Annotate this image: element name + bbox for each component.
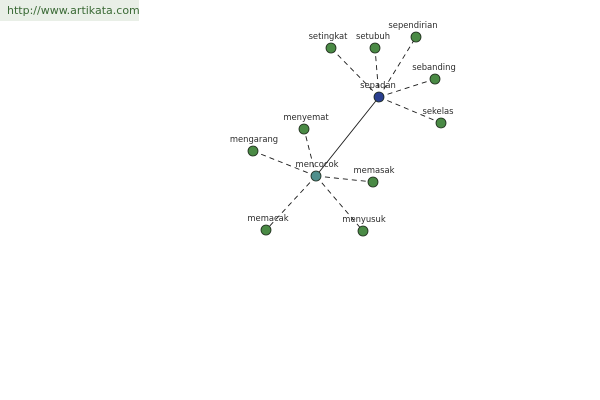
node-label-mencocok[interactable]: mencocok [296, 159, 339, 169]
node-memasak[interactable] [367, 176, 379, 188]
node-label-mengarang[interactable]: mengarang [230, 134, 278, 144]
node-menyusuk[interactable] [357, 225, 369, 237]
node-sepadan[interactable] [373, 91, 385, 103]
edges-layer [252, 36, 442, 232]
edge-mencocok-menyusuk [315, 175, 364, 232]
node-setubuh[interactable] [369, 42, 381, 54]
node-sependirian[interactable] [410, 31, 422, 43]
node-label-setingkat[interactable]: setingkat [309, 31, 349, 41]
node-mengarang[interactable] [247, 145, 259, 157]
node-mencocok[interactable] [310, 170, 322, 182]
node-label-sepadan[interactable]: sepadan [360, 80, 396, 90]
node-sekelas[interactable] [435, 117, 447, 129]
node-label-menyusuk[interactable]: menyusuk [342, 214, 386, 224]
node-label-setubuh[interactable]: setubuh [356, 31, 390, 41]
edge-sepadan-sependirian [378, 36, 417, 98]
edge-mencocok-mengarang [252, 150, 317, 177]
edge-mencocok-memasak [315, 175, 374, 183]
labels-layer: sepadan mencocok setingkat setubuhsependiri… [230, 20, 456, 224]
node-setingkat[interactable] [325, 42, 337, 54]
node-label-sebanding[interactable]: sebanding [412, 62, 456, 72]
edge-sepadan-setingkat [330, 47, 380, 98]
edge-mencocok-menyemat [303, 128, 317, 177]
node-memacak[interactable] [260, 224, 272, 236]
site-url-banner[interactable]: http://www.artikata.com [0, 0, 140, 21]
edge-sepadan-sekelas [378, 96, 442, 124]
node-label-sekelas[interactable]: sekelas [422, 106, 453, 116]
edge-sepadan-setubuh [374, 47, 380, 98]
nodes-layer [247, 31, 447, 237]
node-sebanding[interactable] [429, 73, 441, 85]
node-menyemat[interactable] [298, 123, 310, 135]
node-label-memasak[interactable]: memasak [354, 165, 395, 175]
edge-sepadan-sebanding [378, 78, 436, 98]
node-label-memacak[interactable]: memacak [247, 213, 288, 223]
node-label-menyemat[interactable]: menyemat [283, 112, 329, 122]
node-label-sependirian[interactable]: sependirian [388, 20, 437, 30]
site-url-text[interactable]: http://www.artikata.com [7, 4, 140, 17]
edge-mencocok-memacak [265, 175, 317, 231]
edge-sepadan-mencocok [315, 96, 380, 177]
